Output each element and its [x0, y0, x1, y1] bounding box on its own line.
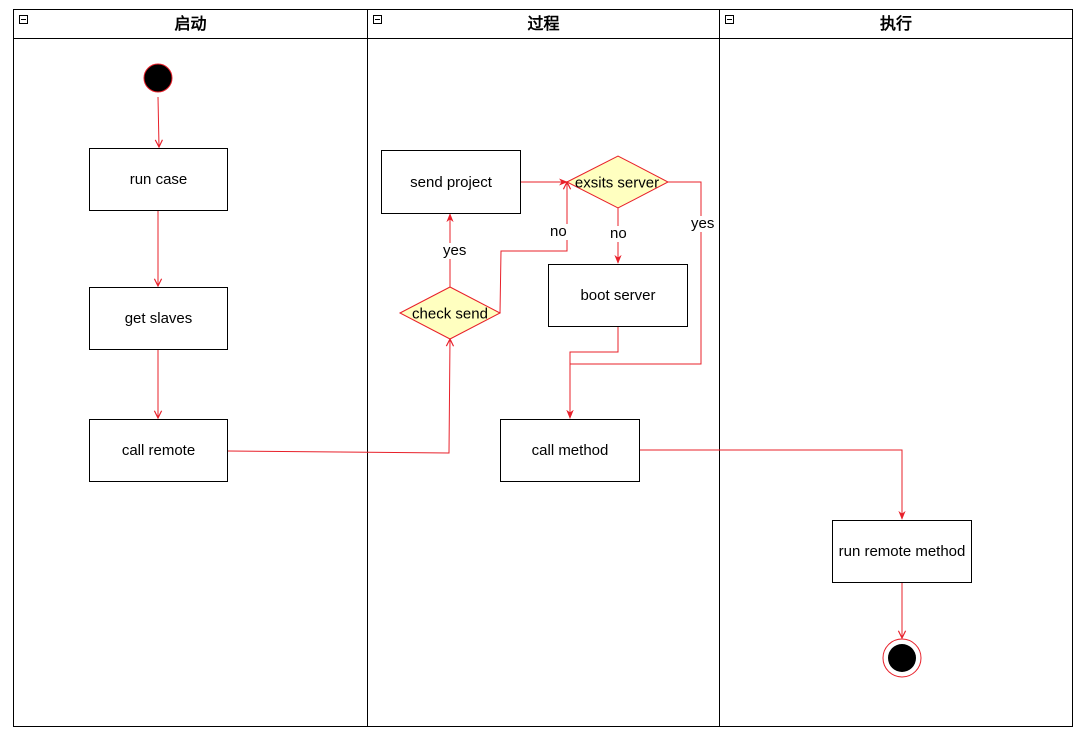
action-run-case[interactable]: run case [89, 148, 228, 211]
collapse-icon[interactable] [373, 15, 382, 24]
action-boot-server[interactable]: boot server [548, 264, 688, 327]
action-label: send project [410, 173, 492, 191]
action-label: run case [129, 171, 188, 188]
edge-label-exsits-server-yes: yes [690, 215, 716, 232]
action-label: boot server [580, 287, 656, 304]
edge-checksend-exsitsserver [499, 182, 567, 314]
edge-callremote-checksend [227, 339, 450, 454]
lane-header-execute: 执行 [720, 10, 1072, 39]
action-label: call remote [121, 442, 196, 459]
end-node[interactable] [888, 644, 916, 672]
action-label: call method [531, 442, 609, 459]
lane-header-start: 启动 [14, 10, 367, 39]
start-node[interactable] [143, 63, 173, 93]
action-run-remote-method[interactable]: run remote method [832, 520, 972, 583]
lane-title-start: 启动 [174, 14, 207, 33]
decision-exsits-server[interactable] [565, 155, 670, 209]
lane-header-process: 过程 [368, 10, 719, 39]
lane-start: 启动 [13, 9, 368, 727]
lane-title-process: 过程 [527, 14, 560, 33]
collapse-icon[interactable] [725, 15, 734, 24]
action-send-project[interactable]: send project [381, 150, 521, 214]
decision-label-exsits-server: exsits server [574, 174, 660, 192]
lane-title-execute: 执行 [879, 14, 912, 33]
collapse-icon[interactable] [19, 15, 28, 24]
action-call-remote[interactable]: call remote [89, 419, 228, 482]
decision-check-send[interactable] [398, 286, 502, 340]
decision-label-check-send: check send [412, 305, 488, 323]
edge-label-check-send-no: no [549, 223, 568, 240]
action-call-method[interactable]: call method [500, 419, 640, 482]
edge-callmethod-runremote [639, 449, 906, 520]
lane-process: 过程 [367, 9, 720, 727]
edge-label-check-send-yes: yes [442, 242, 468, 259]
edge-label-exsits-server-no: no [609, 225, 628, 242]
lane-execute: 执行 [719, 9, 1073, 727]
edge-start-runcase [158, 96, 159, 147]
action-label: get slaves [124, 310, 193, 327]
action-get-slaves[interactable]: get slaves [89, 287, 228, 350]
action-label: run remote method [838, 543, 966, 560]
edge-bootserver-callmethod [566, 327, 619, 419]
